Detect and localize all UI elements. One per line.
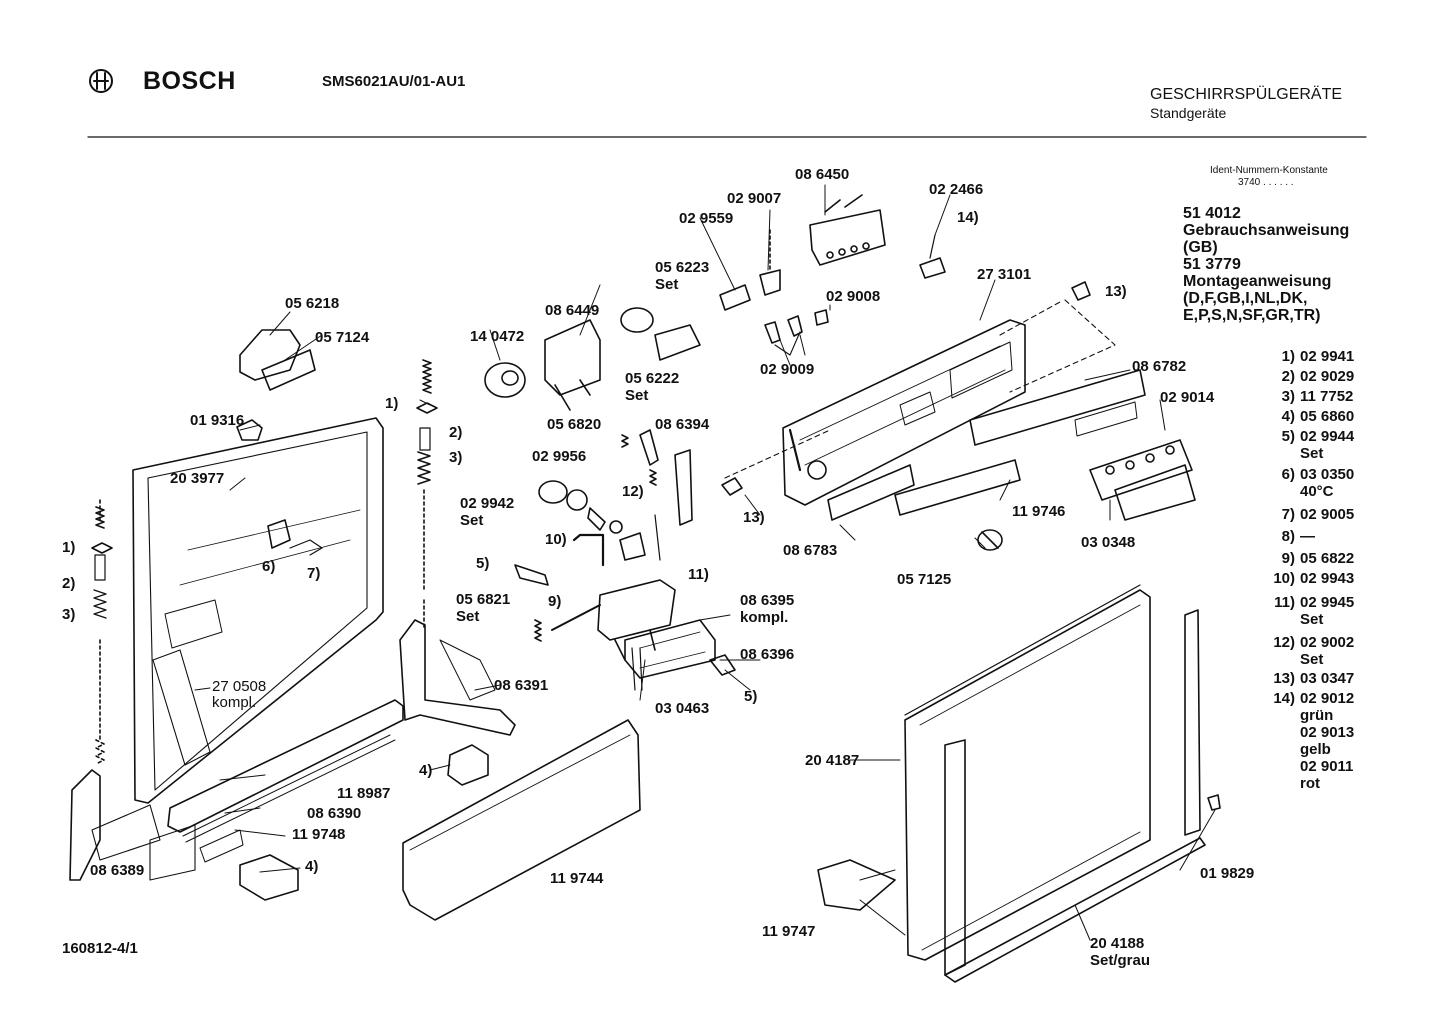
part-label: 2): [62, 575, 76, 592]
part-label: Set/grau: [1090, 952, 1151, 969]
legend-item: 4)05 6860: [1281, 408, 1355, 425]
part-label: 01 9316: [190, 412, 245, 429]
part-label: Set: [625, 387, 649, 404]
part-label: 08 6391: [494, 677, 549, 694]
legend-item: 2)02 9029: [1281, 368, 1355, 385]
legend-item: 9)05 6822: [1281, 550, 1355, 567]
part-label: 11): [688, 566, 709, 583]
part-label: 02 9014: [1160, 389, 1215, 406]
part-label: 20 4188: [1090, 935, 1145, 952]
part-label: 08 6390: [307, 805, 362, 822]
part-label: 14 0472: [470, 328, 525, 345]
bosch-logo-icon: [89, 69, 113, 93]
legend-item: 10)02 9943: [1273, 570, 1355, 587]
doc-line: (D,F,GB,I,NL,DK,: [1183, 290, 1308, 307]
part-label: 01 9829: [1200, 865, 1255, 882]
ident-value: 3740 . . . . . .: [1238, 177, 1294, 188]
part-label: 05 6820: [547, 416, 602, 433]
part-label: 05 6222: [625, 370, 680, 387]
part-label: 03 0348: [1081, 534, 1136, 551]
part-label: 02 9008: [826, 288, 881, 305]
legend-list: 1)02 9941 2)02 9029 3)11 7752 4)05 6860 …: [1255, 348, 1354, 792]
part-label: 05 6218: [285, 295, 340, 312]
brand-name: BOSCH: [143, 67, 236, 95]
part-label: 05 6821: [456, 591, 511, 608]
part-label: 08 6395: [740, 592, 795, 609]
part-label: 08 6396: [740, 646, 795, 663]
part-label: 11 9744: [550, 870, 604, 887]
part-label: 20 3977: [170, 470, 225, 487]
part-label: Set: [655, 276, 679, 293]
part-label: 08 6782: [1132, 358, 1187, 375]
part-label: 3): [449, 449, 463, 466]
part-label: 3): [62, 606, 76, 623]
doc-line: 51 3779: [1183, 256, 1241, 273]
legend-item: 7)02 9005: [1281, 506, 1355, 523]
part-label: Set: [460, 512, 484, 529]
part-label: 27 0508: [212, 678, 267, 695]
part-label: 02 9559: [679, 210, 734, 227]
part-label: 2): [449, 424, 463, 441]
part-label: 9): [548, 593, 562, 610]
drawing-number: 160812-4/1: [62, 940, 138, 957]
part-label: 1): [385, 395, 399, 412]
part-label: 08 6783: [783, 542, 838, 559]
part-label: 11 9746: [1012, 503, 1066, 520]
part-label: 02 9956: [532, 448, 587, 465]
part-label: 10): [545, 531, 567, 548]
documents-block: 51 4012 Gebrauchsanweisung (GB) 51 3779 …: [1183, 205, 1349, 324]
doc-line: Montageanweisung: [1183, 273, 1332, 290]
ident-title: Ident-Nummern-Konstante: [1210, 165, 1328, 176]
part-label: 12): [622, 483, 644, 500]
model-number: SMS6021AU/01-AU1: [322, 73, 466, 90]
category-subtitle: Standgeräte: [1150, 105, 1227, 121]
doc-line: (GB): [1183, 239, 1218, 256]
part-label: 08 6449: [545, 302, 600, 319]
part-label: 11 9748: [292, 826, 346, 843]
part-label: 7): [307, 565, 321, 582]
part-label: 13): [743, 509, 765, 526]
doc-line: Gebrauchsanweisung: [1183, 222, 1350, 239]
part-label: 05 7124: [315, 329, 370, 346]
legend-item: 1)02 9941: [1281, 348, 1355, 365]
part-label: 4): [419, 762, 433, 779]
part-label: 4): [305, 858, 319, 875]
part-label: 02 2466: [929, 181, 984, 198]
part-label: 27 3101: [977, 266, 1032, 283]
part-label: 5): [476, 555, 490, 572]
part-label: 5): [744, 688, 758, 705]
legend-item: 8)—: [1281, 528, 1315, 545]
part-label: kompl.: [212, 694, 257, 711]
part-label: 08 6389: [90, 862, 145, 879]
part-label: 1): [62, 539, 76, 556]
part-label: 13): [1105, 283, 1127, 300]
part-label: 03 0463: [655, 700, 710, 717]
part-label: 11 8987: [337, 785, 391, 802]
part-label: 02 9007: [727, 190, 782, 207]
doc-line: E,P,S,N,SF,GR,TR): [1183, 307, 1321, 324]
part-label: 08 6394: [655, 416, 710, 433]
legend-item: 3)11 7752: [1281, 388, 1354, 405]
category-title: GESCHIRRSPÜLGERÄTE: [1150, 86, 1343, 103]
part-label: 11 9747: [762, 923, 816, 940]
part-label: 14): [957, 209, 979, 226]
part-label: 20 4187: [805, 752, 860, 769]
part-label: 05 6223: [655, 259, 710, 276]
part-label: 6): [262, 558, 276, 575]
legend-item: 13)03 0347: [1273, 670, 1355, 687]
part-label: kompl.: [740, 609, 789, 626]
part-label: 02 9009: [760, 361, 815, 378]
part-label: Set: [456, 608, 480, 625]
part-label: 02 9942: [460, 495, 515, 512]
part-label: 05 7125: [897, 571, 952, 588]
part-label: 08 6450: [795, 166, 850, 183]
doc-line: 51 4012: [1183, 205, 1241, 222]
